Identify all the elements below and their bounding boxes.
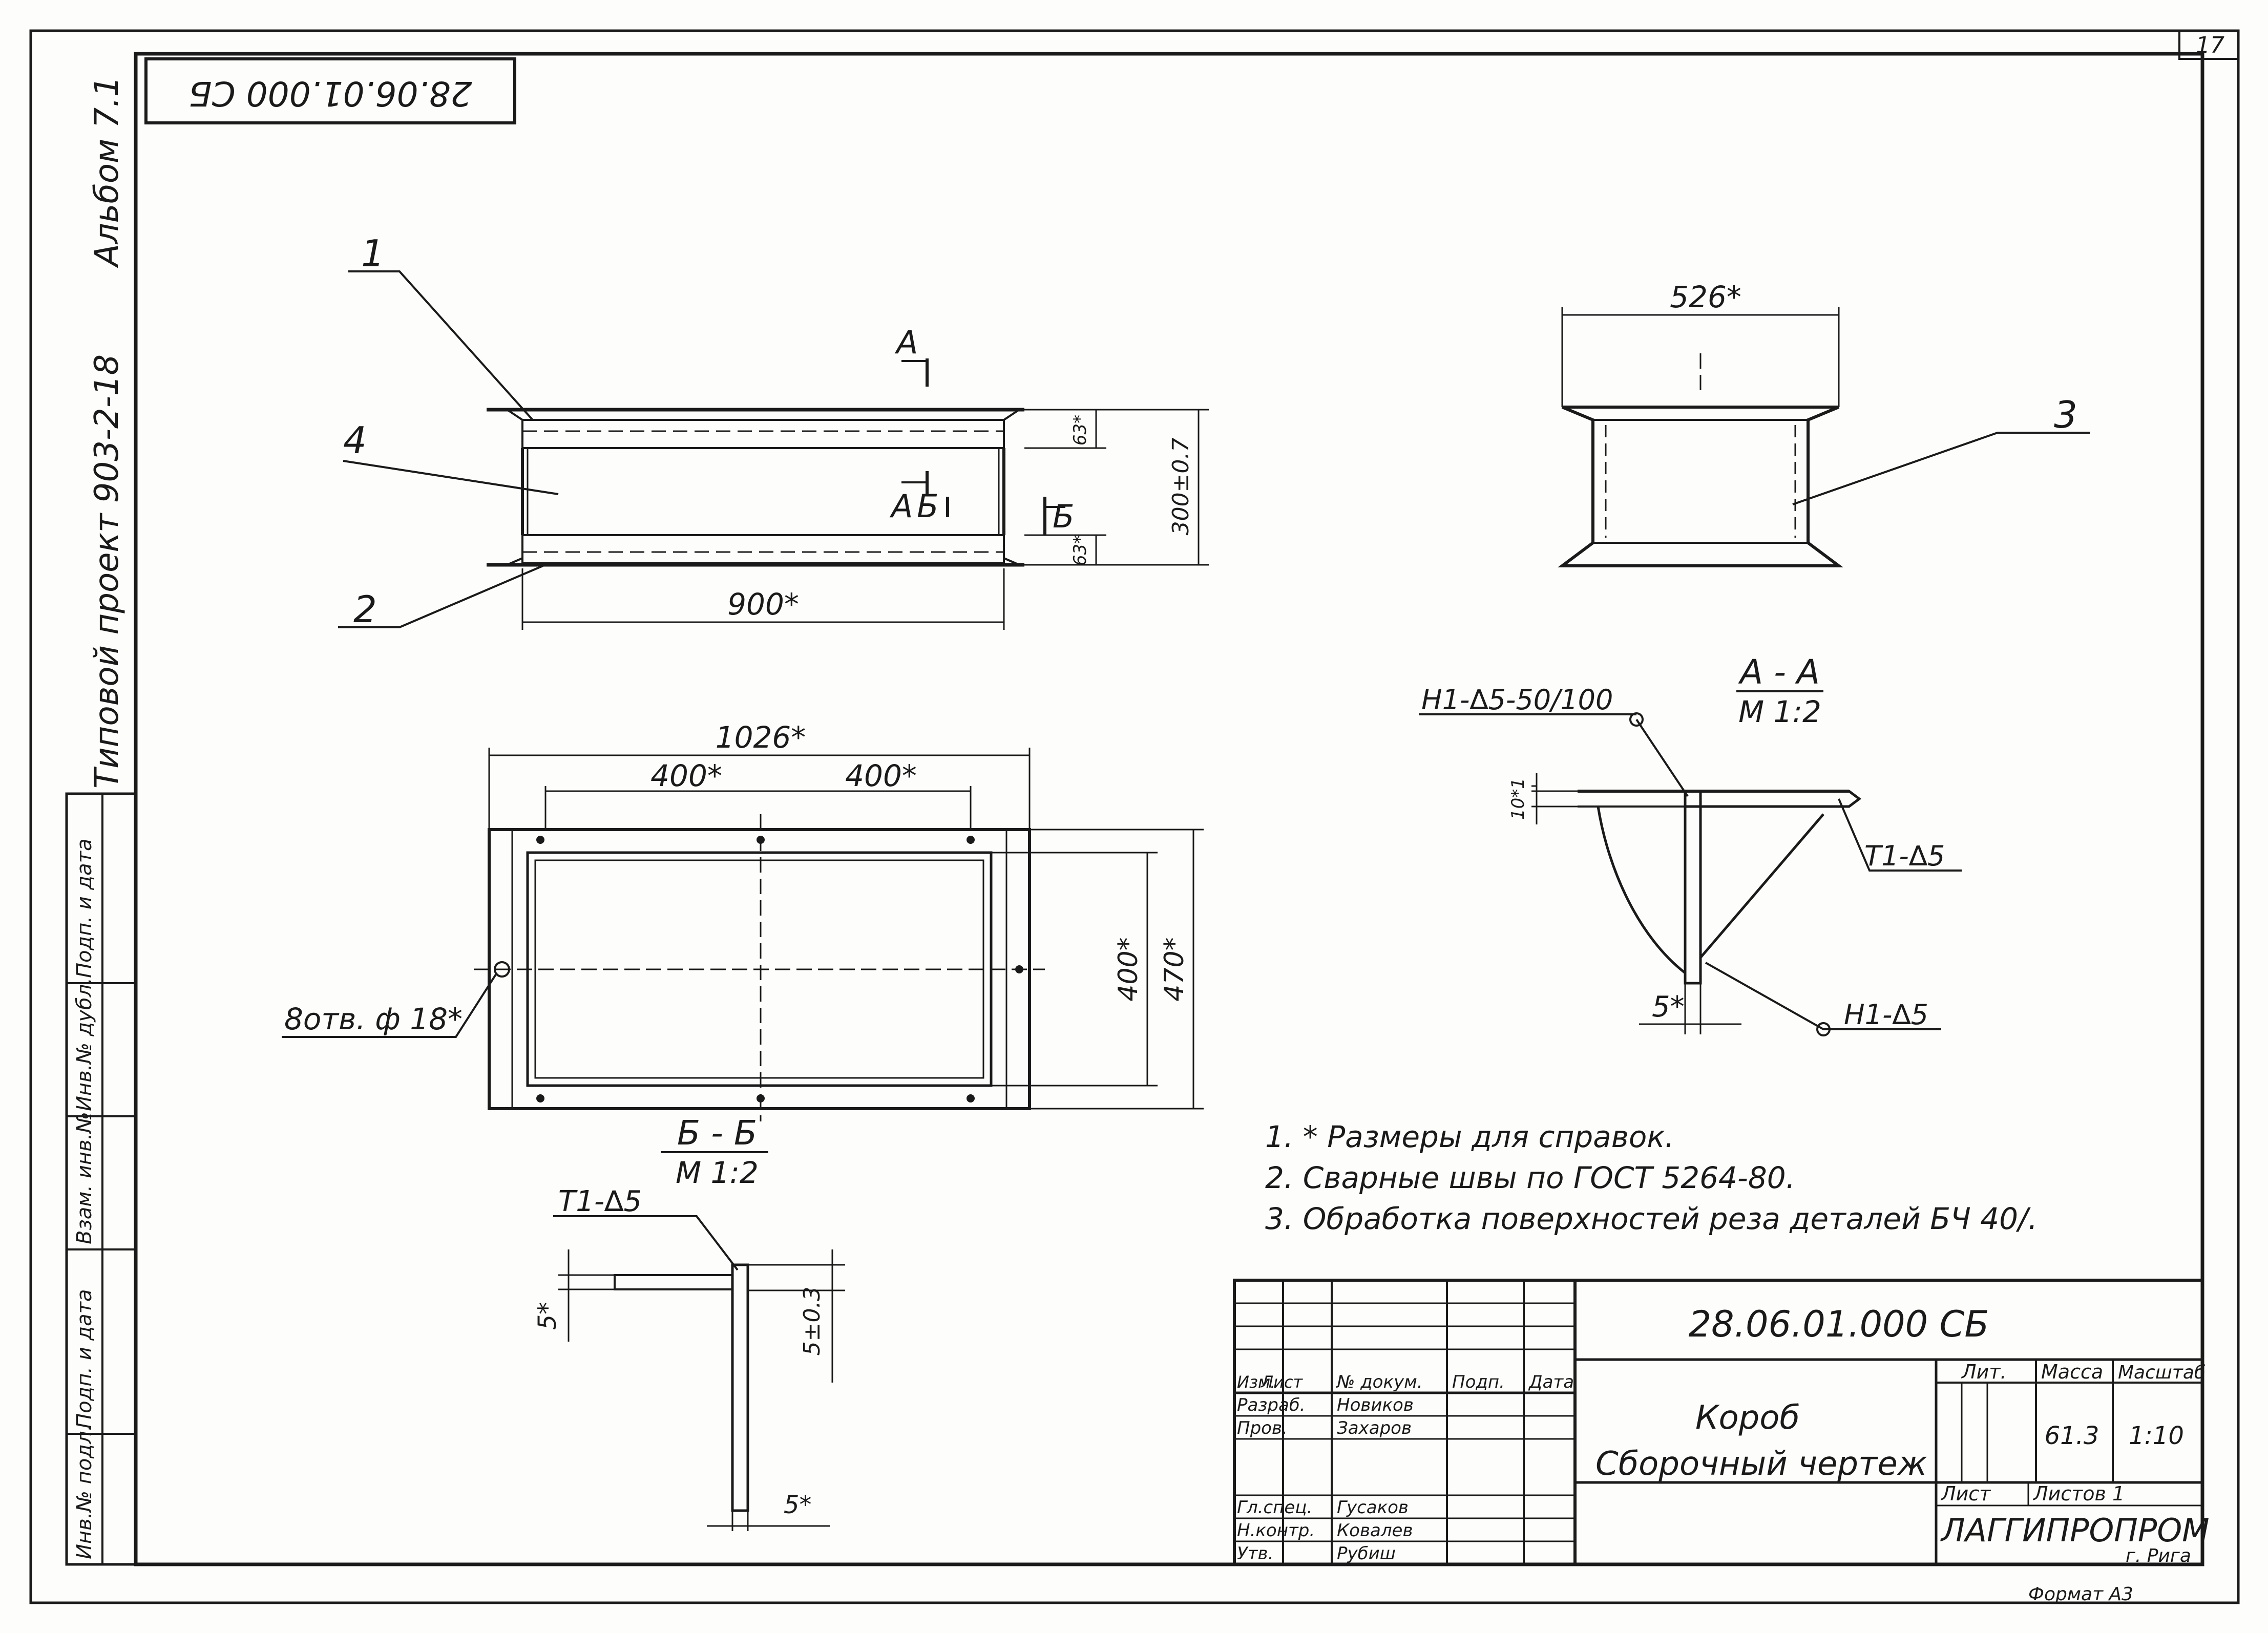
side-view [1558, 307, 2090, 567]
tb-mass-label: Масса [2041, 1361, 2103, 1383]
plan-view [282, 748, 1204, 1121]
title-block [1233, 1279, 2204, 1566]
tb-role-5: Н.контр. [1237, 1520, 1315, 1541]
plan-dim-pitch-1: 400* [650, 758, 722, 793]
page-number: 17 [2196, 32, 2224, 58]
section-aa-weld-right: Т1-∆5 [1864, 840, 1945, 872]
tb-name-1: Короб [1695, 1399, 1800, 1437]
code-box [144, 57, 516, 124]
front-dim-flange-top: 63* [1070, 415, 1090, 446]
tb-role-1: Разраб. [1237, 1395, 1306, 1415]
section-aa-weld-bottom: Н1-∆5 [1844, 999, 1928, 1031]
tb-city: г. Рига [2126, 1545, 2191, 1566]
page-number-box [2178, 30, 2239, 60]
section-mark-a-top: А [894, 324, 918, 361]
callout-4: 4 [343, 419, 367, 462]
tb-sheets-label: Листов 1 [2032, 1482, 2125, 1505]
tb-col-sign: Подп. [1452, 1372, 1505, 1392]
tb-name-approve: Рубиш [1337, 1543, 1396, 1564]
tb-name-2: Сборочный чертеж [1595, 1445, 1927, 1483]
tb-org: ЛАГГИПРОПРОМ [1940, 1512, 2210, 1549]
tb-designation: 28.06.01.000 СБ [1689, 1303, 1989, 1345]
stamp-label-1: Инв.№ подл. [73, 1425, 96, 1559]
callout-2: 2 [353, 588, 377, 631]
plan-holes-label: 8отв. ф 18* [284, 1002, 463, 1036]
tb-scale-label: Масштаб [2118, 1362, 2206, 1383]
section-bb-dim-right: 5±0.3 [799, 1287, 825, 1356]
tb-col-izm: Изм. [1237, 1372, 1275, 1392]
tb-scale: 1:10 [2129, 1422, 2184, 1450]
section-aa-title: А - А [1738, 652, 1820, 692]
tb-name-dev: Новиков [1337, 1395, 1414, 1415]
tb-col-doc: № докум. [1336, 1372, 1423, 1392]
plan-dim-inner: 400* [1113, 937, 1144, 1001]
section-bb-weld: Т1-∆5 [558, 1185, 642, 1218]
stamp-label-2: Подп. и дата [73, 1289, 96, 1429]
note-3: 3. Обработка поверхностей реза деталей Б… [1265, 1201, 2038, 1236]
tb-name-check: Захаров [1337, 1418, 1412, 1438]
callout-1: 1 [361, 232, 385, 275]
note-2: 2. Сварные швы по ГОСТ 5264-80. [1265, 1160, 1795, 1195]
code-rotated: 28.06.01.000 СБ [188, 74, 472, 113]
front-view [338, 270, 1209, 630]
stamp-label-3: Взам. инв.№ [73, 1112, 96, 1244]
album-label: Альбом 7.1 [88, 76, 126, 268]
outer-border [29, 29, 2240, 1604]
section-aa-dim-web: 5* [1652, 990, 1685, 1024]
plan-dim-pitch-2: 400* [845, 758, 917, 793]
section-bb [553, 1151, 845, 1531]
tb-lit-label: Лит. [1961, 1361, 2007, 1383]
tb-name-ncontr: Ковалев [1337, 1520, 1413, 1541]
section-bb-dim-left: 5* [533, 1302, 562, 1330]
callout-3: 3 [2054, 393, 2077, 436]
plan-dim-total: 1026* [716, 720, 806, 755]
section-aa-dim-thk: 10*1 [1508, 778, 1528, 820]
section-mark-a-bottom: А [889, 487, 913, 525]
tb-format: Формат А3 [2028, 1584, 2133, 1605]
section-aa-weld-top: Н1-∆5-50/100 [1421, 684, 1613, 716]
section-mark-b-right: Б [1053, 498, 1075, 535]
side-dim-width: 526* [1670, 280, 1741, 314]
left-stamp-table [65, 792, 137, 1566]
note-1: 1. * Размеры для справок. [1265, 1119, 1674, 1154]
front-dim-height: 300±0.7 [1168, 438, 1194, 536]
front-dim-width: 900* [727, 587, 799, 622]
tb-role-2: Пров. [1237, 1418, 1288, 1438]
tb-sheet-label: Лист [1940, 1482, 1991, 1505]
stamp-label-4: Инв.№ дубл. [73, 978, 96, 1111]
section-bb-scale: М 1:2 [676, 1155, 759, 1190]
tb-col-date: Дата [1528, 1372, 1574, 1392]
project-label: Типовой проект 903-2-18 [88, 354, 126, 789]
section-mark-b: Б [917, 487, 939, 525]
front-dim-flange-bottom: 63* [1070, 535, 1090, 566]
tb-role-4: Гл.спец. [1237, 1497, 1312, 1518]
tb-col-list: Лист [1261, 1372, 1303, 1392]
section-aa-scale: М 1:2 [1738, 694, 1821, 729]
section-aa [1419, 690, 1962, 1036]
tb-mass: 61.3 [2045, 1422, 2099, 1450]
tb-name-chief: Гусаков [1337, 1497, 1409, 1518]
section-bb-dim-bottom: 5* [784, 1491, 812, 1519]
section-bb-title: Б - Б [677, 1113, 757, 1153]
plan-dim-outer: 470* [1159, 937, 1190, 1001]
stamp-label-5: Подп. и дата [73, 839, 96, 978]
tb-role-6: Утв. [1237, 1543, 1273, 1564]
